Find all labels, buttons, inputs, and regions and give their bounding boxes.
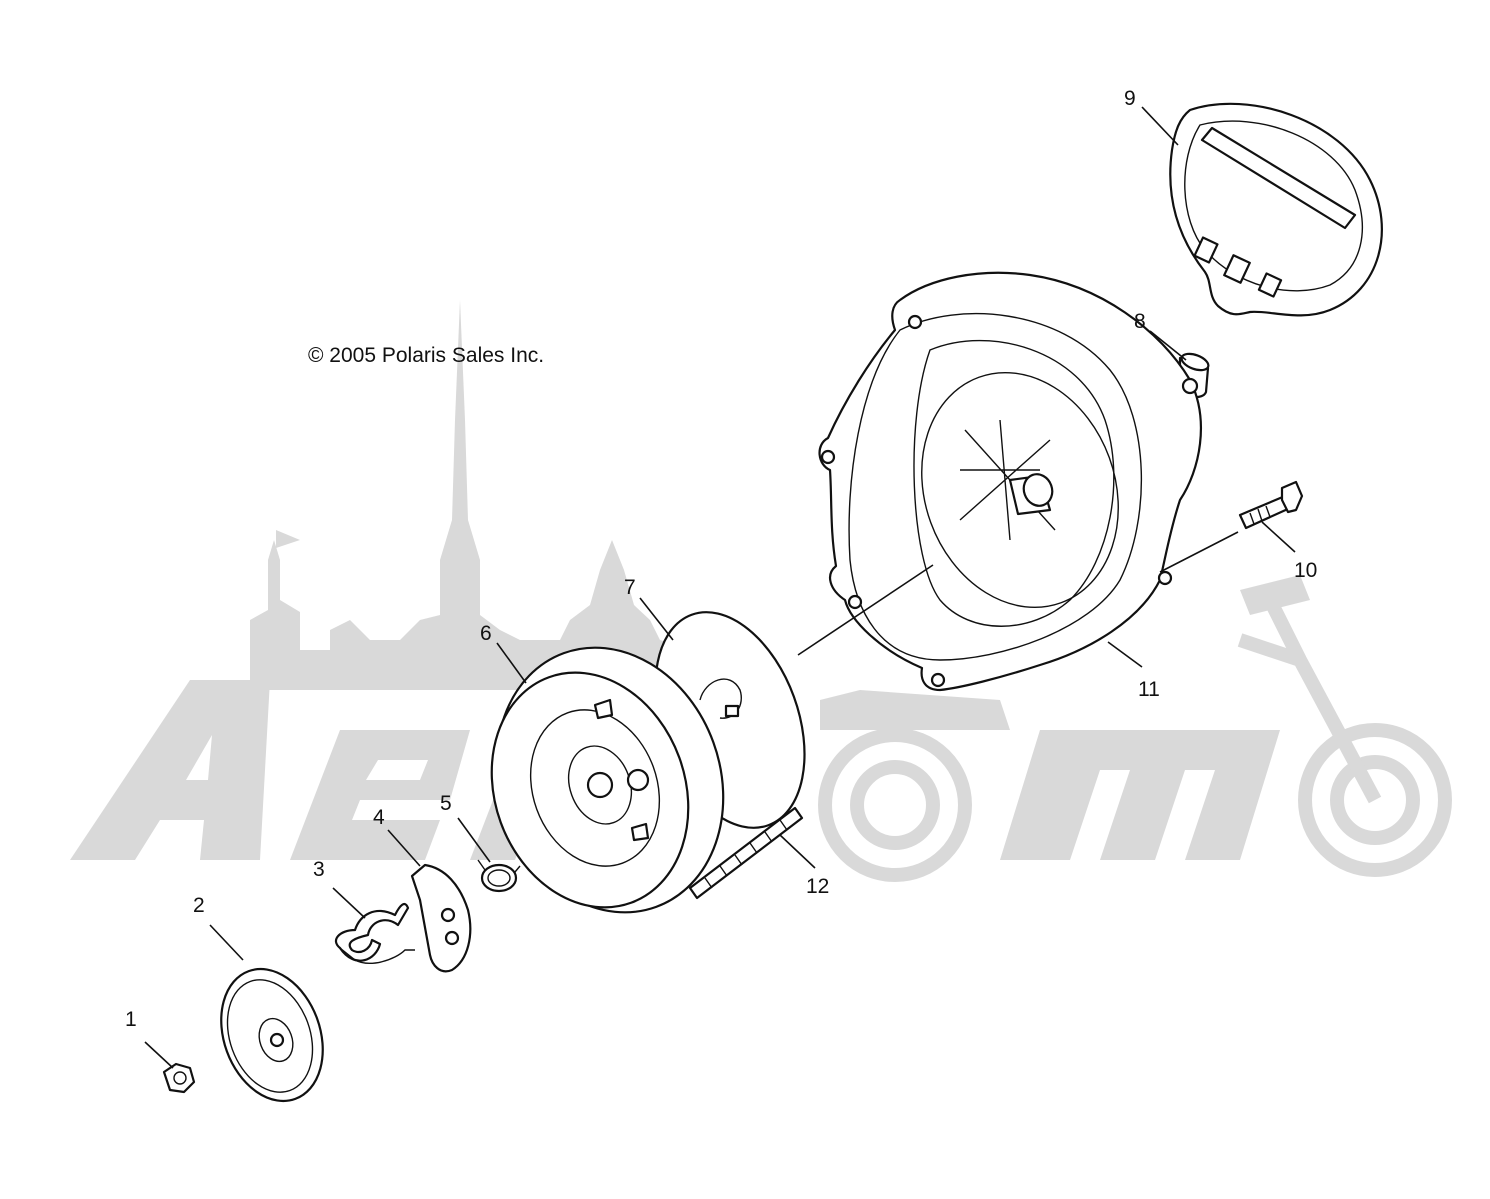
leader-6 — [496, 642, 527, 684]
callout-12: 12 — [806, 875, 829, 898]
callout-5: 5 — [440, 792, 452, 815]
callout-10: 10 — [1294, 559, 1317, 582]
leader-11 — [1107, 641, 1143, 668]
leader-8 — [1149, 330, 1187, 361]
leader-10 — [1261, 521, 1296, 553]
watermark-letter-a — [70, 680, 270, 860]
part-5-spring — [477, 859, 521, 893]
callout-7: 7 — [624, 576, 636, 599]
callout-4: 4 — [373, 806, 385, 829]
part-2-disc — [220, 967, 324, 1103]
part-9-handle — [1169, 102, 1383, 317]
copyright-text: © 2005 Polaris Sales Inc. — [308, 344, 544, 367]
leader-9 — [1141, 106, 1179, 146]
callout-1: 1 — [125, 1008, 137, 1031]
leader-1 — [144, 1041, 174, 1069]
part-10-bolt — [1238, 480, 1304, 530]
leader-4 — [387, 829, 421, 867]
leader-7 — [639, 597, 674, 641]
callout-2: 2 — [193, 894, 205, 917]
leader-lines — [144, 106, 1296, 1069]
callout-3: 3 — [313, 858, 325, 881]
part-6-pulley — [490, 646, 725, 914]
part-3-clip — [334, 902, 415, 964]
leader-5 — [457, 817, 491, 863]
part-4-pawl — [410, 863, 472, 973]
part-11-housing — [818, 271, 1202, 692]
leader-2 — [209, 924, 244, 961]
callout-6: 6 — [480, 622, 492, 645]
axis-lines — [797, 531, 1239, 656]
callout-9: 9 — [1124, 87, 1136, 110]
watermark-letter-e — [290, 730, 470, 860]
leader-12 — [779, 834, 816, 869]
callout-8: 8 — [1134, 310, 1146, 333]
watermark-letter-m — [1000, 730, 1280, 860]
part-12-rope — [688, 806, 804, 900]
callouts: 1 2 3 4 5 6 7 8 9 10 11 12 — [125, 87, 1317, 1031]
part-1-nut — [162, 1062, 196, 1094]
leader-3 — [332, 887, 366, 919]
callout-11: 11 — [1138, 678, 1160, 701]
